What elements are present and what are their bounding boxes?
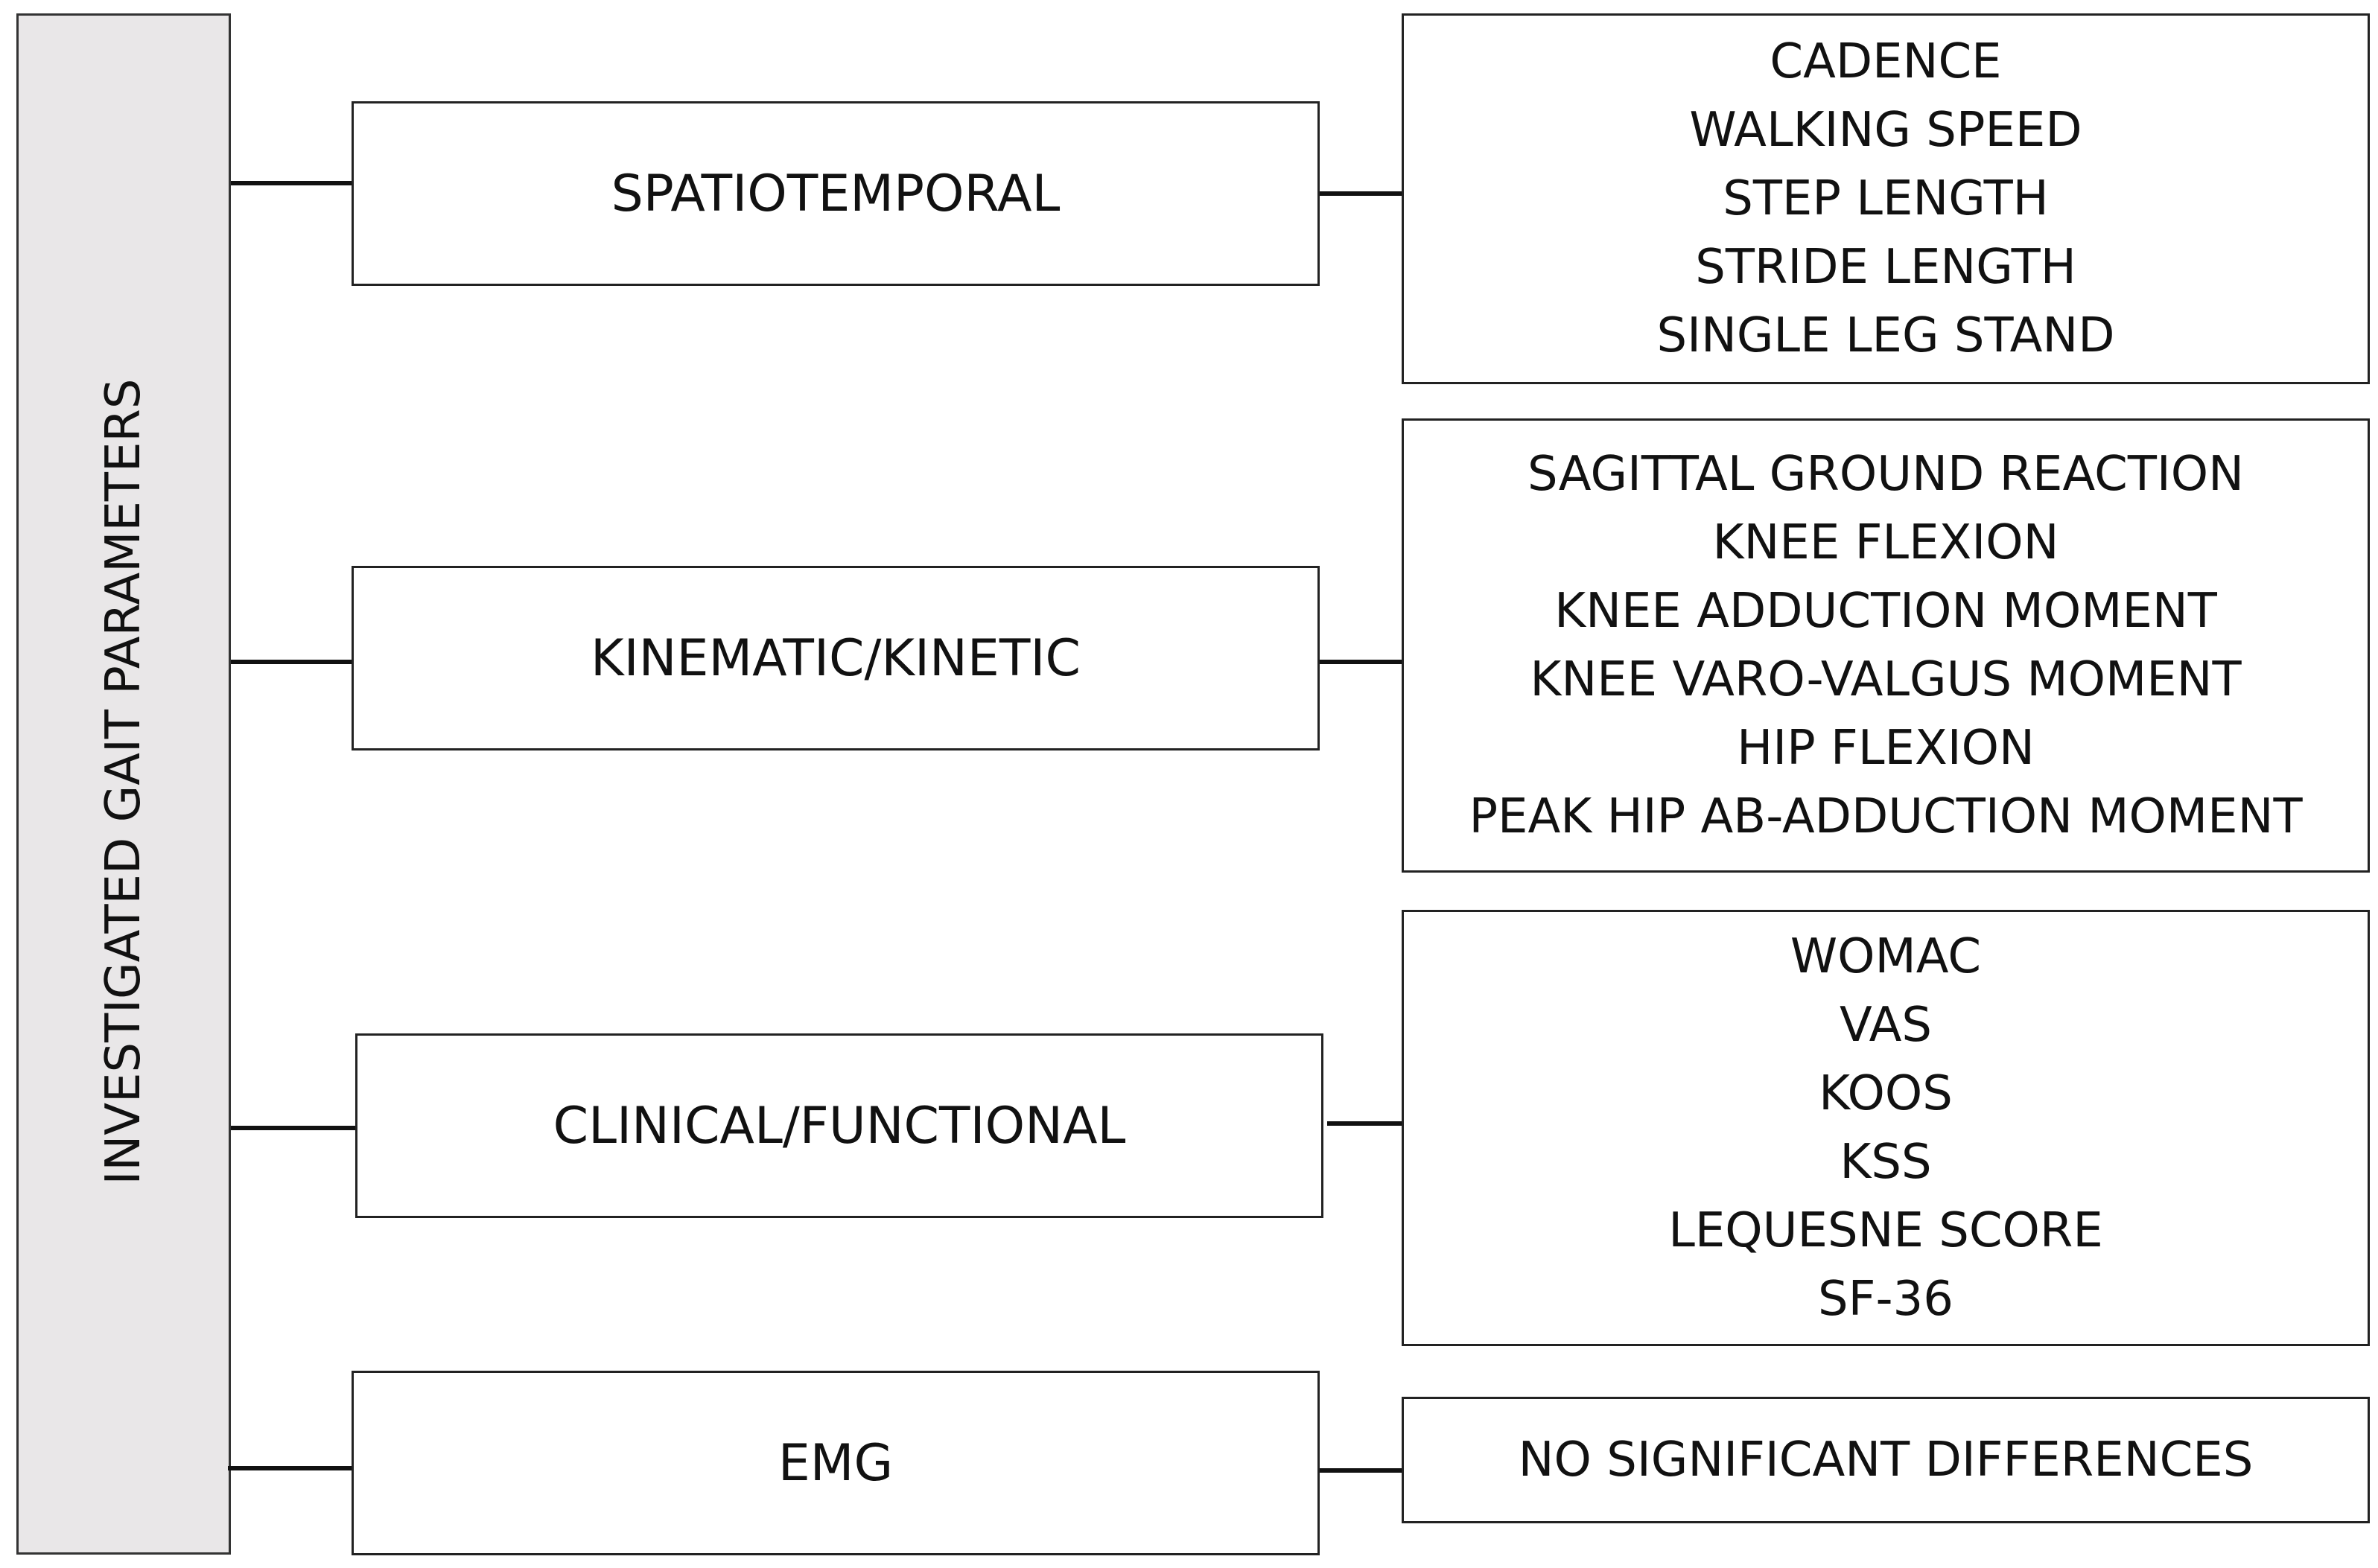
category-kinematic-kinetic: KINEMATIC/KINETIC [352, 566, 1320, 750]
details-emg: NO SIGNIFICANT DIFFERENCES [1402, 1397, 2370, 1523]
category-clinical-functional: CLINICAL/FUNCTIONAL [355, 1033, 1323, 1218]
detail-item: STEP LENGTH [1723, 171, 2049, 226]
category-emg: EMG [352, 1371, 1320, 1555]
detail-item: KSS [1840, 1135, 1932, 1190]
root-label: INVESTIGATED GAIT PARAMETERS [96, 378, 151, 1185]
detail-item: CADENCE [1770, 34, 2002, 89]
detail-item: WALKING SPEED [1689, 103, 2082, 158]
root-node [16, 13, 231, 1555]
detail-item: VAS [1839, 998, 1933, 1053]
details-kinematic-kinetic: SAGITTAL GROUND REACTION KNEE FLEXION KN… [1402, 418, 2370, 873]
detail-item: KNEE FLEXION [1712, 515, 2059, 570]
detail-item: LEQUESNE SCORE [1668, 1203, 2103, 1258]
detail-item: NO SIGNIFICANT DIFFERENCES [1518, 1432, 2254, 1488]
detail-item: HIP FLEXION [1737, 721, 2035, 776]
category-label: SPATIOTEMPORAL [611, 164, 1061, 223]
category-label: EMG [778, 1433, 894, 1493]
detail-item: SAGITTAL GROUND REACTION [1527, 447, 2245, 502]
connector-kinematic-details [1320, 660, 1402, 664]
connector-spatiotemporal-details [1320, 191, 1402, 196]
detail-item: PEAK HIP AB-ADDUCTION MOMENT [1469, 789, 2303, 844]
connector-clinical-details [1327, 1121, 1402, 1126]
details-spatiotemporal: CADENCE WALKING SPEED STEP LENGTH STRIDE… [1402, 13, 2370, 384]
connector-root-clinical [231, 1126, 359, 1130]
detail-item: WOMAC [1790, 929, 1982, 984]
detail-item: SF-36 [1818, 1272, 1953, 1327]
category-spatiotemporal: SPATIOTEMPORAL [352, 101, 1320, 286]
connector-root-emg [228, 1466, 352, 1470]
detail-item: SINGLE LEG STAND [1656, 308, 2115, 363]
connector-root-spatiotemporal [231, 181, 352, 185]
connector-root-kinematic [231, 660, 359, 664]
category-label: KINEMATIC/KINETIC [591, 628, 1081, 688]
detail-item: KNEE VARO-VALGUS MOMENT [1530, 652, 2242, 707]
details-clinical-functional: WOMAC VAS KOOS KSS LEQUESNE SCORE SF-36 [1402, 910, 2370, 1346]
connector-emg-details [1320, 1468, 1402, 1473]
detail-item: KNEE ADDUCTION MOMENT [1554, 584, 2217, 639]
detail-item: KOOS [1819, 1066, 1953, 1121]
detail-item: STRIDE LENGTH [1695, 240, 2076, 295]
category-label: CLINICAL/FUNCTIONAL [553, 1096, 1126, 1156]
